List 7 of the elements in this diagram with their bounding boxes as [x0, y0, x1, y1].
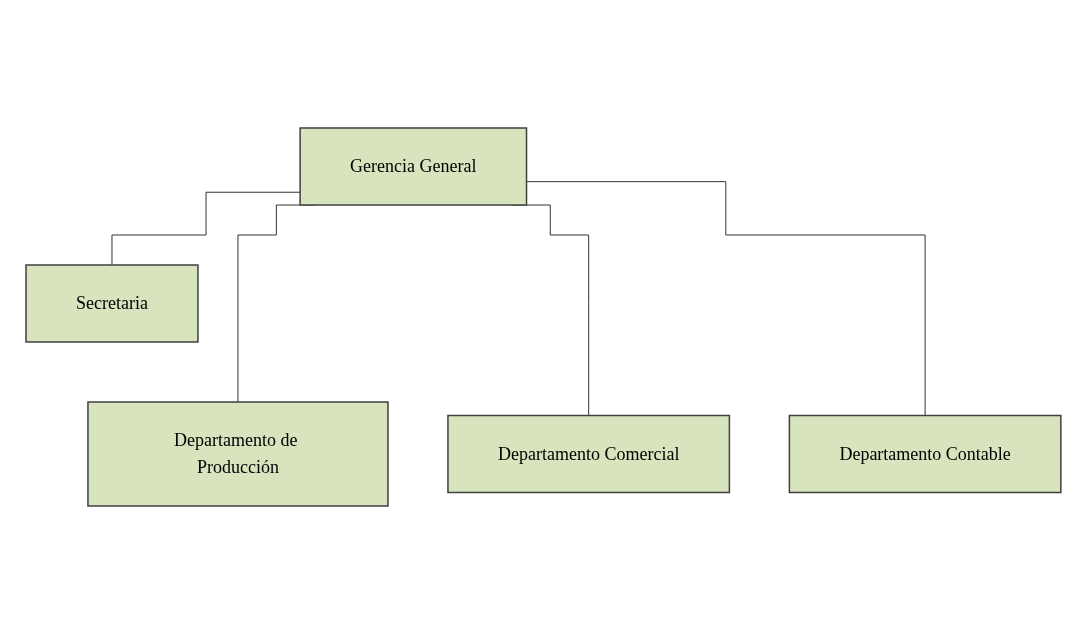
- node-box: Gerencia General: [299, 126, 528, 206]
- connector: [111, 191, 301, 265]
- node-box: Departamento Contable: [788, 414, 1062, 493]
- node-box: Departamento de Producción: [87, 400, 389, 507]
- node-box: Departamento Comercial: [447, 414, 731, 493]
- connector: [526, 180, 926, 416]
- node-box: Secretaria: [25, 263, 199, 343]
